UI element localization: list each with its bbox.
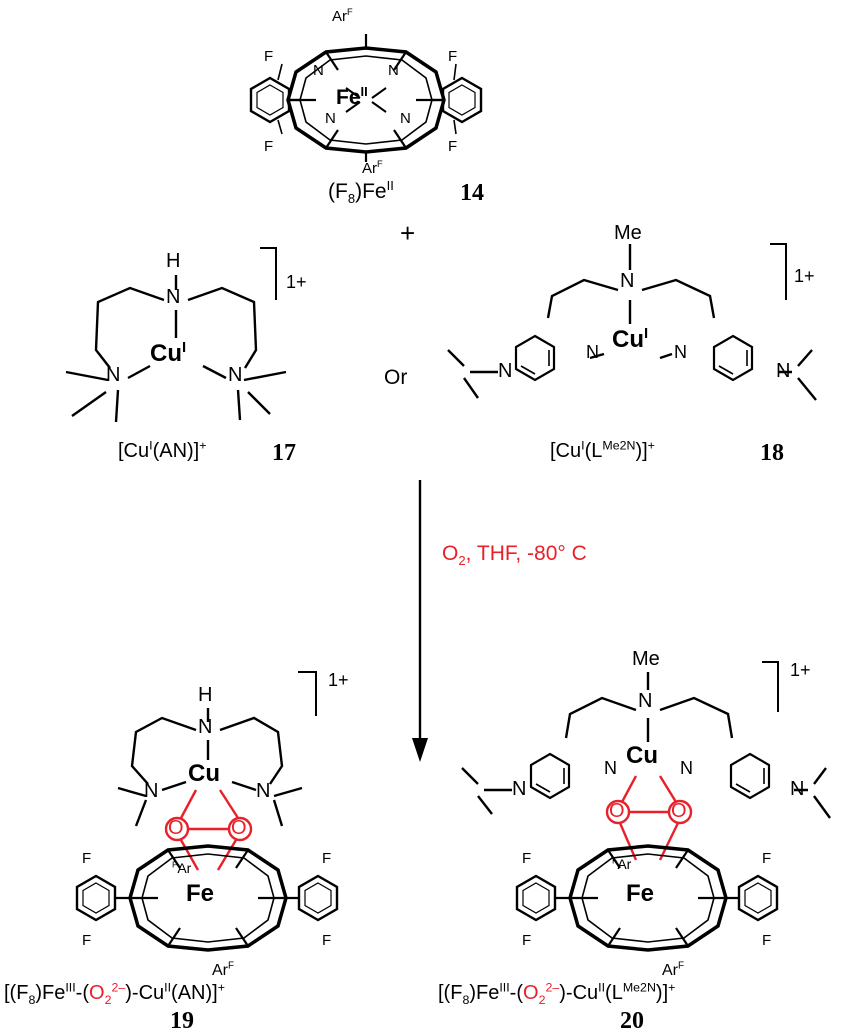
n-label-14a: N	[313, 62, 324, 79]
f-label-14c: F	[448, 48, 458, 65]
compound-number-14: 14	[460, 180, 484, 206]
difluorophenyl-right-20	[737, 874, 779, 922]
difluorophenyl-left-14	[249, 76, 291, 124]
pyridine-right-20	[729, 752, 771, 800]
compound-number-19: 19	[170, 1008, 194, 1034]
o-label-20a: O	[609, 800, 625, 822]
difluorophenyl-right-19	[297, 874, 339, 922]
compound-number-20: 20	[620, 1008, 644, 1034]
n-label-20-pyl: N	[604, 758, 617, 778]
n-label-18-pyr: N	[674, 342, 687, 362]
n-label-17-right: N	[228, 364, 243, 386]
o-label-19b: O	[231, 817, 247, 839]
pyridine-left-20	[529, 752, 571, 800]
f-label-14d: F	[448, 138, 458, 155]
ar-label-19-bottom: ArF	[212, 960, 235, 979]
f-label-19d: F	[322, 932, 332, 949]
ar-label-20-top: FAr	[612, 855, 632, 872]
or-word: Or	[384, 366, 408, 389]
f-label-19a: F	[82, 850, 92, 867]
h-label-19: H	[198, 684, 213, 706]
difluorophenyl-left-19	[75, 874, 117, 922]
n-label-19-top: N	[198, 716, 213, 738]
n-label-17-left: N	[106, 364, 121, 386]
compound-label-20: [(F8)FeIII-(O22–)-CuII(LMe2N)]+	[438, 980, 676, 1007]
reaction-conditions: O2, THF, -80° C	[442, 542, 587, 569]
peroxo-bridge-19	[164, 789, 253, 871]
compound-label-14: (F8)FeII	[328, 178, 394, 207]
n-label-18-top: N	[620, 270, 635, 292]
f-label-20c: F	[762, 850, 772, 867]
h-label-17: H	[166, 250, 181, 272]
fe-label-20: Fe	[626, 880, 655, 907]
reaction-arrow	[412, 480, 428, 762]
charge-19: 1+	[328, 670, 349, 690]
o-label-19a: O	[168, 817, 184, 839]
n-label-20-nme2-left: N	[512, 778, 527, 800]
f-label-20b: F	[522, 932, 532, 949]
compound-label-17: [CuI(AN)]+	[118, 438, 207, 462]
o-label-20b: O	[671, 800, 687, 822]
compound-label-18: [CuI(LMe2N)]+	[550, 438, 655, 462]
cu-lme2n-top-20	[461, 661, 831, 819]
compound-number-18: 18	[760, 440, 784, 466]
n-label-19-left: N	[144, 780, 159, 802]
pyridine-right-18	[712, 334, 754, 382]
ar-label-bottom-14: ArF	[362, 159, 383, 177]
cu-an-complex-17	[65, 247, 287, 423]
compound-number-17: 17	[272, 440, 296, 466]
compound-label-19: [(F8)FeIII-(O22–)-CuII(AN)]+	[4, 980, 225, 1007]
f-label-14b: F	[264, 138, 274, 155]
ar-label-20-bottom: ArF	[662, 960, 685, 979]
n-label-20-pyr: N	[680, 758, 693, 778]
f-label-19c: F	[322, 850, 332, 867]
n-label-18-nme2-right: N	[776, 360, 791, 382]
n-label-18-pyl: N	[586, 342, 599, 362]
pyridine-left-18	[514, 334, 556, 382]
n-label-14c: N	[325, 110, 336, 127]
cu-an-top-19	[117, 671, 317, 827]
me-label-18: Me	[614, 222, 642, 244]
charge-18: 1+	[794, 266, 815, 286]
n-label-20-nme2-right: N	[790, 778, 805, 800]
n-label-18-nme2-left: N	[498, 360, 513, 382]
n-label-14d: N	[400, 110, 411, 127]
f-label-19b: F	[82, 932, 92, 949]
f-label-20d: F	[762, 932, 772, 949]
difluorophenyl-left-20	[515, 874, 557, 922]
n-label-19-right: N	[256, 780, 271, 802]
ar-label-19-top: FAr	[172, 859, 192, 876]
cu-label-17: CuI	[150, 340, 187, 367]
f-label-14a: F	[264, 48, 274, 65]
n-label-17-top: N	[166, 286, 181, 308]
ar-label-top-14: ArF	[332, 7, 353, 25]
peroxo-bridge-20	[605, 775, 693, 861]
plus-sign: +	[400, 218, 416, 248]
n-label-20-top: N	[638, 690, 653, 712]
cu-label-20: Cu	[626, 742, 658, 769]
f-label-20a: F	[522, 850, 532, 867]
cu-lme2n-complex-18	[447, 243, 817, 401]
charge-20: 1+	[790, 660, 811, 680]
difluorophenyl-right-14	[441, 76, 483, 124]
charge-17: 1+	[286, 272, 307, 292]
cu-label-19: Cu	[188, 760, 220, 787]
fe-label-14: FeII	[336, 84, 368, 109]
n-label-14b: N	[388, 62, 399, 79]
me-label-20: Me	[632, 648, 660, 670]
fe-porphyrin-14	[286, 34, 446, 162]
fe-label-19: Fe	[186, 880, 215, 907]
cu-label-18: CuI	[612, 326, 649, 353]
